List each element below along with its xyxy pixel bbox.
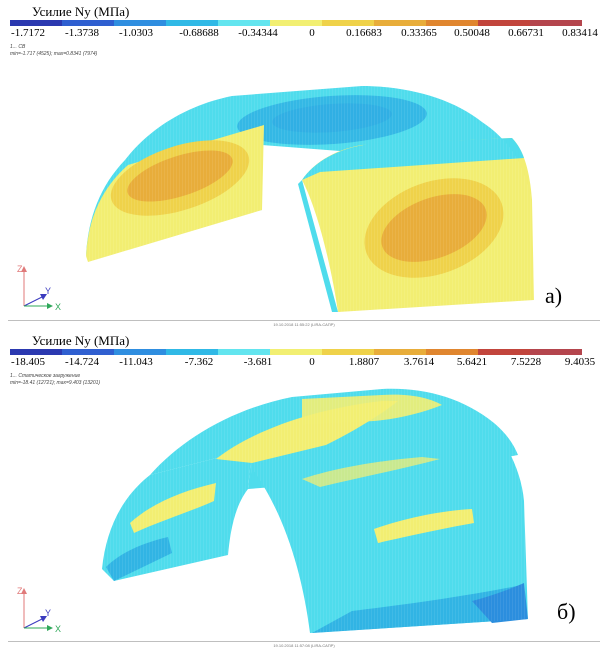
load-case-caption: 1... Статическое загружение: [10, 373, 81, 379]
color-scale-segment: [10, 349, 62, 355]
color-scale-segment: [426, 349, 478, 355]
color-scale-ticks: -1.7172 -1.3738 -1.0303 -0.68688 -0.3434…: [2, 27, 606, 41]
color-scale-segment: [478, 20, 530, 26]
color-scale-segment: [166, 20, 218, 26]
scale-tick-label: -1.3738: [65, 27, 99, 39]
coordinate-axes-icon: Z Y X: [17, 264, 61, 312]
color-scale-segment: [218, 349, 270, 355]
axis-x-label: X: [55, 624, 61, 634]
shell-contour-plot: [86, 86, 534, 312]
footer-timestamp: 19.10.2018 11:57:08 (LIRA-САПР): [273, 643, 335, 648]
scale-tick-label: 0: [309, 356, 315, 368]
scale-tick-label: 3.7614: [403, 356, 435, 368]
scale-tick-label: -7.362: [184, 356, 214, 368]
scale-tick-label: -11.043: [119, 356, 153, 368]
scale-tick-label: -0.34344: [238, 27, 278, 39]
color-scale-segment: [270, 349, 322, 355]
scale-tick-label: 0.50048: [454, 27, 490, 39]
color-scale-segment: [114, 20, 166, 26]
color-scale-segment: [530, 20, 582, 26]
color-scale-segment: [166, 349, 218, 355]
axis-x-label: X: [55, 302, 61, 312]
footer-timestamp: 19.10.2018 11:55:22 (LIRA-САПР): [273, 322, 335, 327]
panel-label: б): [557, 599, 576, 624]
scale-tick-label: -1.0303: [119, 27, 153, 39]
scale-tick-label: -0.68688: [179, 27, 219, 39]
legend-title: Усилие Ny (МПа): [32, 4, 130, 19]
scale-tick-label: -18.405: [11, 356, 45, 368]
scale-tick-label: 1.8807: [348, 356, 380, 368]
scale-tick-label: 0.33365: [401, 27, 437, 39]
color-scale-segment: [374, 349, 426, 355]
scale-tick-label: -14.724: [65, 356, 99, 368]
color-scale-segment: [114, 349, 166, 355]
color-scale-segment: [218, 20, 270, 26]
scale-tick-label: 9.4035: [564, 356, 596, 368]
color-scale-segment: [270, 20, 322, 26]
scale-tick-label: 5.6421: [456, 356, 488, 368]
shell-front-edge: [298, 180, 338, 312]
color-scale-segment: [62, 20, 114, 26]
scale-tick-label: 0.66731: [508, 27, 544, 39]
color-scale-segment: [530, 349, 582, 355]
shell-contour-plot: [102, 388, 528, 633]
axis-z-label: Z: [17, 586, 23, 596]
coordinate-axes-icon: Z Y X: [17, 586, 61, 634]
minmax-caption: min=-1.717 (4525); max=0.8341 (7974): [10, 51, 98, 57]
minmax-caption: min=-18.41 (12721); max=9.403 (13201): [10, 380, 101, 386]
color-scale-segment: [426, 20, 478, 26]
result-panel-a: Усилие Ny (МПа) -1.7172 -1.3738 -1.0303 …: [2, 0, 606, 328]
scale-tick-label: -3.681: [243, 356, 273, 368]
status-footer: 19.10.2018 11:55:22 (LIRA-САПР): [8, 320, 600, 329]
axis-z-label: Z: [17, 264, 23, 274]
color-scale-bar: [10, 20, 582, 26]
scale-tick-label: -1.7172: [11, 27, 45, 39]
load-case-caption: 1... СВ: [10, 44, 26, 50]
status-footer: 19.10.2018 11:57:08 (LIRA-САПР): [8, 641, 600, 650]
color-scale-segment: [322, 20, 374, 26]
color-scale-segment: [10, 20, 62, 26]
axis-y-label: Y: [45, 286, 51, 296]
scale-tick-label: 0: [309, 27, 315, 39]
color-scale-segment: [322, 349, 374, 355]
panel-label: а): [545, 283, 563, 308]
color-scale-segment: [62, 349, 114, 355]
color-scale-segment: [478, 349, 530, 355]
color-scale-segment: [374, 20, 426, 26]
result-panel-b: Усилие Ny (МПа) -18.405 -14.724 -11.043 …: [2, 329, 606, 650]
scale-tick-label: 0.16683: [346, 27, 382, 39]
scale-tick-label: 0.83414: [562, 27, 598, 39]
legend-title: Усилие Ny (МПа): [32, 333, 130, 348]
scale-tick-label: 7.5228: [510, 356, 542, 368]
axis-y-label: Y: [45, 608, 51, 618]
color-scale-ticks: -18.405 -14.724 -11.043 -7.362 -3.681 0 …: [2, 356, 606, 370]
color-scale-bar: [10, 349, 582, 355]
